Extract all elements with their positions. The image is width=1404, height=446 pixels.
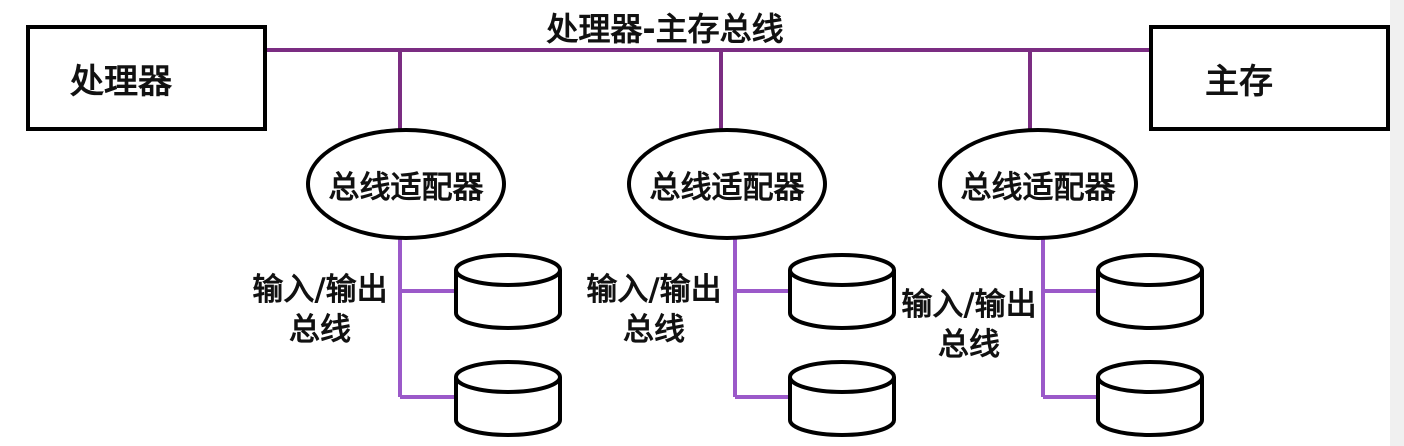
bus-adapter-3: 总线适配器 bbox=[938, 128, 1138, 240]
disk-icon bbox=[788, 253, 896, 330]
io-bus-label-line1: 输入/输出 bbox=[586, 272, 722, 308]
processor-box: 处理器 bbox=[26, 25, 267, 131]
bus-adapter-1: 总线适配器 bbox=[306, 128, 506, 240]
io-bus-label-3: 输入/输出 总线 bbox=[889, 285, 1049, 365]
io-bus-label-2: 输入/输出 总线 bbox=[574, 270, 734, 350]
disk-icon bbox=[1096, 253, 1204, 330]
disk-icon bbox=[454, 253, 562, 330]
scrollbar-track[interactable] bbox=[1390, 0, 1404, 446]
disk-icon bbox=[454, 360, 562, 437]
bus-adapter-2: 总线适配器 bbox=[627, 128, 827, 240]
io-bus-label-line2: 总线 bbox=[623, 312, 685, 348]
disk-icon bbox=[1096, 360, 1204, 437]
io-bus-label-line1: 输入/输出 bbox=[901, 287, 1037, 323]
disk-icon bbox=[788, 360, 896, 437]
io-bus-label-line2: 总线 bbox=[289, 312, 351, 348]
io-bus-label-line1: 输入/输出 bbox=[252, 272, 388, 308]
system-bus-title: 处理器-主存总线 bbox=[546, 10, 784, 48]
main-memory-box: 主存 bbox=[1149, 25, 1390, 131]
io-bus-label-1: 输入/输出 总线 bbox=[240, 270, 400, 350]
io-bus-label-line2: 总线 bbox=[938, 327, 1000, 363]
